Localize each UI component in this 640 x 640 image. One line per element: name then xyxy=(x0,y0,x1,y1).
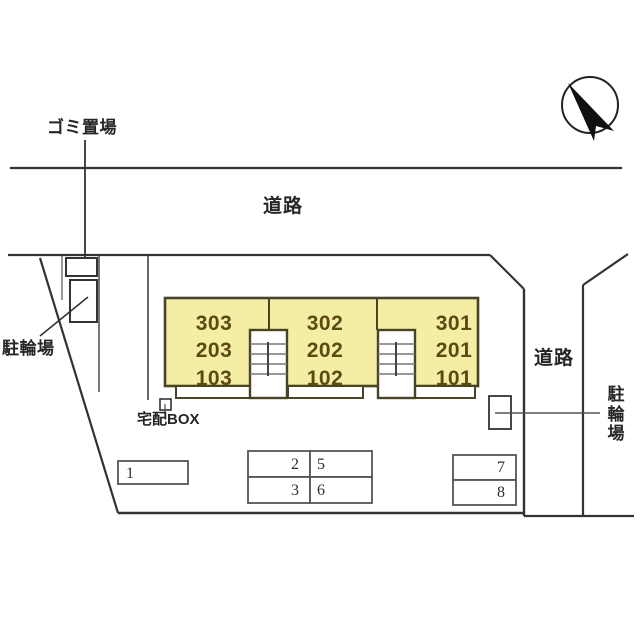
parking-space-1-box xyxy=(117,460,189,485)
north-arrow-icon xyxy=(561,76,619,141)
parking-group-center-right xyxy=(309,450,373,504)
road-right xyxy=(522,253,634,518)
parking-space-number-8: 8 xyxy=(497,484,505,501)
parking-space-number-1: 1 xyxy=(126,465,134,482)
road-top xyxy=(8,166,622,290)
parking-space-number-2: 2 xyxy=(291,456,299,473)
garbage-area-marker xyxy=(65,140,98,277)
parking-space-number-5: 5 xyxy=(317,456,325,473)
unit-number: 202 xyxy=(306,339,344,363)
unit-column-center: 302 202 102 xyxy=(289,310,361,392)
delivery-box-marker xyxy=(159,398,172,418)
unit-column-west: 303 203 103 xyxy=(178,310,250,392)
unit-column-east: 301 201 101 xyxy=(418,310,490,392)
garbage-area-label: ゴミ置場 xyxy=(47,118,117,137)
unit-number: 103 xyxy=(195,366,233,390)
site-boundary xyxy=(38,256,524,515)
stair-east xyxy=(376,328,417,400)
unit-number: 302 xyxy=(306,312,344,335)
bicycle-parking-right-marker xyxy=(488,395,600,430)
parking-space-number-7: 7 xyxy=(497,459,505,476)
parking-group-center-left xyxy=(247,450,311,504)
apartment-building xyxy=(163,296,480,399)
parking-space-number-3: 3 xyxy=(291,482,299,499)
road-right-label: 道路 xyxy=(534,348,575,369)
unit-number: 301 xyxy=(435,312,473,335)
unit-number: 201 xyxy=(435,339,473,363)
unit-number: 303 xyxy=(195,312,233,335)
unit-number: 203 xyxy=(195,339,233,363)
parking-group-east xyxy=(452,454,517,506)
delivery-box-label: 宅配BOX xyxy=(137,411,200,428)
parking-space-number-6: 6 xyxy=(317,482,325,499)
unit-number: 101 xyxy=(435,366,473,390)
stair-west xyxy=(248,328,289,400)
bicycle-parking-left-label: 駐輪場 xyxy=(2,339,55,358)
road-top-label: 道路 xyxy=(263,196,304,217)
unit-number: 102 xyxy=(306,366,344,390)
bicycle-parking-left-marker xyxy=(39,279,98,337)
bicycle-parking-right-label: 駐輪場 xyxy=(607,385,625,444)
